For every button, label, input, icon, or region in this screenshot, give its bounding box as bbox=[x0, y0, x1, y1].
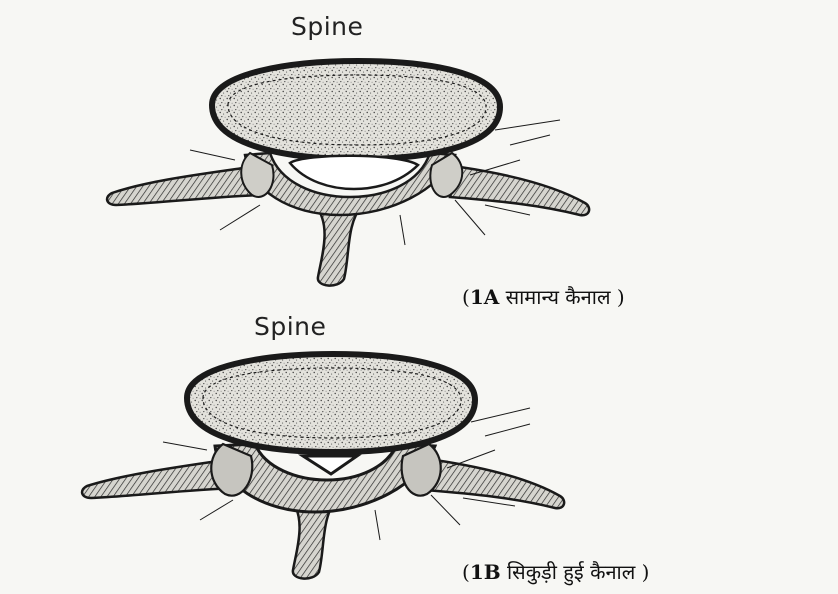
figure-1a-title: Spine bbox=[291, 12, 363, 41]
spinal-canal-normal bbox=[290, 156, 418, 189]
figure-1b-title: Spine bbox=[254, 312, 326, 341]
caption-text: सिकुड़ी हुई कैनाल bbox=[507, 560, 635, 584]
caption-open-paren: ( bbox=[462, 560, 470, 584]
caption-close-paren: ) bbox=[617, 285, 625, 309]
vertebra-narrowed-canal-illustration bbox=[75, 350, 575, 585]
vertebral-body bbox=[212, 61, 500, 159]
figure-1b-caption: (1B सिकुड़ी हुई कैनाल ) bbox=[462, 558, 649, 585]
spinal-canal-narrowed bbox=[303, 456, 357, 474]
vertebra-normal-canal-illustration bbox=[100, 55, 600, 290]
caption-close-paren: ) bbox=[642, 560, 650, 584]
right-transverse-process bbox=[425, 460, 564, 508]
left-transverse-process bbox=[107, 167, 260, 205]
caption-figure-code: 1B bbox=[470, 560, 501, 584]
vertebral-body bbox=[187, 354, 475, 452]
figure-1a-caption: (1A सामान्य कैनाल ) bbox=[462, 283, 625, 310]
caption-text: सामान्य कैनाल bbox=[506, 285, 611, 309]
caption-open-paren: ( bbox=[462, 285, 470, 309]
caption-figure-code: 1A bbox=[470, 285, 499, 309]
spinous-process bbox=[315, 205, 362, 286]
